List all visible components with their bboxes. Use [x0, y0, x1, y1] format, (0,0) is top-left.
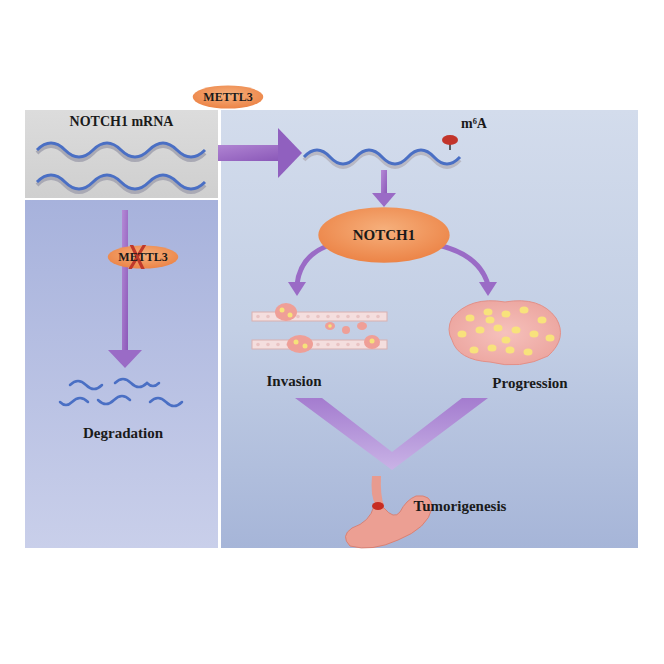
left-panel	[25, 200, 218, 548]
modification-label: m⁶A	[461, 116, 487, 132]
tumor-cell	[502, 337, 511, 344]
tumor-mass	[449, 301, 561, 365]
mrna-strand	[37, 143, 205, 157]
ellipse-fill	[193, 85, 264, 108]
vessel-cell	[336, 315, 340, 319]
vessel-cell	[316, 343, 320, 347]
tumor-cell	[520, 307, 529, 314]
outcome-label: Invasion	[266, 373, 321, 390]
tumor-cell	[502, 311, 511, 318]
ellipse-fill	[108, 245, 179, 268]
vessel-cell	[326, 343, 330, 347]
enzyme-ellipse: METTL3	[192, 85, 264, 109]
ellipse-fill	[318, 207, 449, 263]
vessel-cell	[326, 315, 330, 319]
mrna-box: NOTCH1 mRNA	[25, 110, 218, 198]
mrna-fragments	[60, 379, 182, 406]
methylated-mrna	[304, 135, 460, 167]
tumor-cell	[486, 317, 495, 324]
right-panel	[221, 110, 638, 548]
vessel-cell	[306, 315, 310, 319]
vessel-cell	[366, 315, 370, 319]
vessel-cell	[346, 343, 350, 347]
vessel-cell	[266, 343, 270, 347]
vessel-cell	[376, 315, 380, 319]
node-label: METTL3	[118, 250, 167, 265]
tumor-cell	[506, 347, 515, 354]
node-label: NOTCH1	[353, 227, 416, 244]
tumor-cell	[494, 325, 503, 332]
outcome-label: Progression	[492, 375, 567, 392]
vessel-cell	[356, 315, 360, 319]
outcome-label: Degradation	[83, 425, 163, 442]
blood-vessels	[252, 312, 387, 349]
outcome-label: Tumorigenesis	[414, 498, 507, 515]
tumor-cell	[512, 327, 521, 334]
vessel-cell	[296, 315, 300, 319]
node-label: METTL3	[203, 90, 252, 105]
tumor-cell	[488, 345, 497, 352]
vessel-cell	[346, 315, 350, 319]
tumor-cell	[466, 315, 475, 322]
vessel-cell	[256, 343, 260, 347]
mrna-strand	[37, 175, 205, 189]
tumor-cell	[470, 347, 479, 354]
vessel-cell	[276, 343, 280, 347]
vessel-cell	[266, 315, 270, 319]
tumor-cell	[524, 349, 533, 356]
enzyme-ellipse-knockdown: METTL3	[107, 245, 179, 269]
tumor-cell	[476, 327, 485, 334]
tumor-cell	[530, 331, 539, 338]
vessel-cell	[336, 343, 340, 347]
degradation-arrow	[108, 210, 142, 368]
translation-arrow	[372, 170, 396, 207]
vessel-cell	[356, 343, 360, 347]
tumor-cell	[458, 331, 467, 338]
invading-cells	[275, 303, 380, 353]
node-label: NOTCH1 mRNA	[25, 114, 218, 130]
protein-ellipse: NOTCH1	[317, 206, 451, 264]
tumor-cell	[546, 335, 555, 342]
tumor-cell	[538, 317, 547, 324]
vessel-cell	[256, 315, 260, 319]
merge-arrow	[295, 398, 488, 470]
vessel-cell	[316, 315, 320, 319]
tumor-cell	[484, 309, 493, 316]
